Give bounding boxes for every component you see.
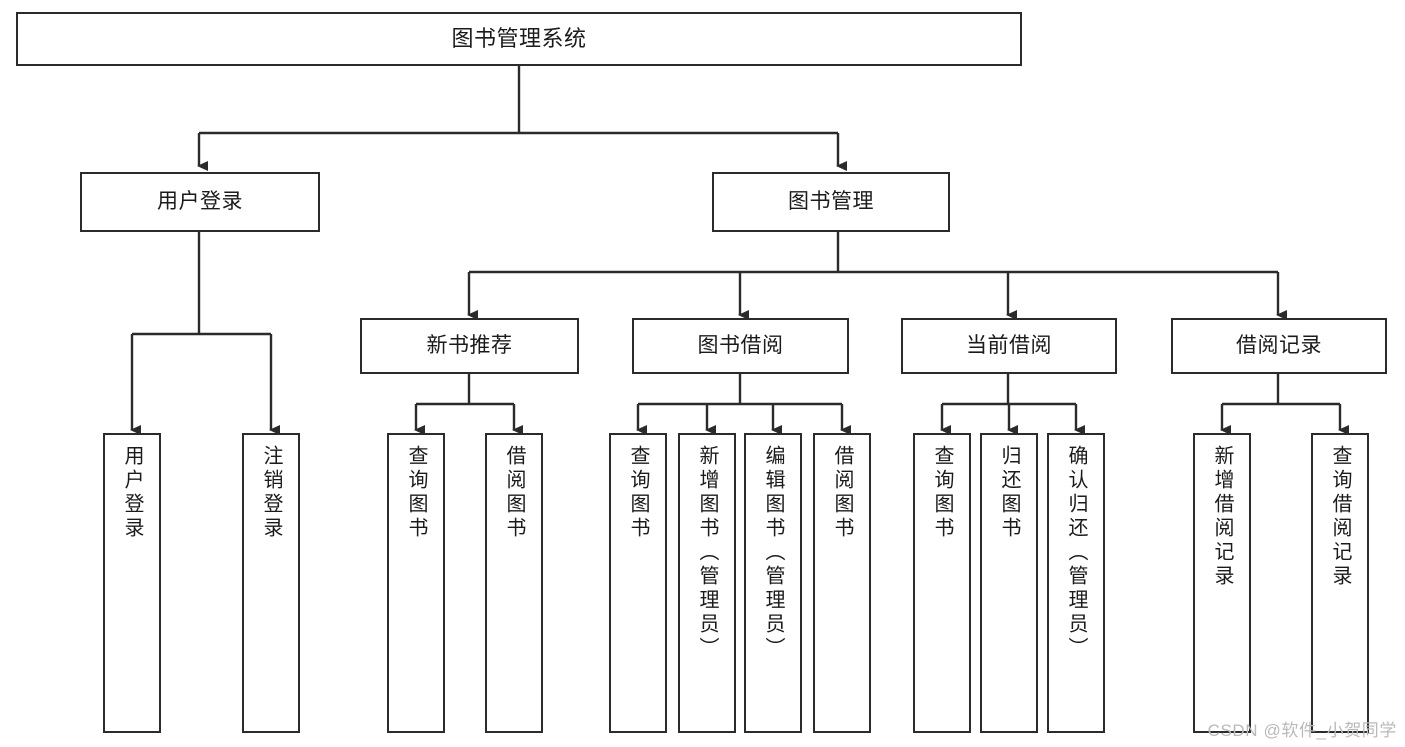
node-user-login[interactable]: 用户登录 bbox=[80, 172, 320, 232]
node-label: 确认归还（管理员） bbox=[1065, 445, 1087, 661]
node-borrow-record[interactable]: 借阅记录 bbox=[1171, 318, 1387, 374]
node-label: 借阅记录 bbox=[1236, 333, 1322, 357]
node-leaf-query-book-borrow[interactable]: 查询图书 bbox=[609, 433, 667, 733]
node-label: 图书借阅 bbox=[697, 333, 784, 357]
node-label: 图书管理 bbox=[788, 189, 874, 213]
node-leaf-return-book[interactable]: 归还图书 bbox=[980, 433, 1038, 733]
node-leaf-edit-book[interactable]: 编辑图书（管理员） bbox=[744, 433, 802, 733]
node-label: 当前借阅 bbox=[966, 333, 1052, 357]
node-leaf-user-login[interactable]: 用户登录 bbox=[103, 433, 161, 733]
node-leaf-logout[interactable]: 注销登录 bbox=[242, 433, 300, 733]
node-leaf-query-book-current[interactable]: 查询图书 bbox=[913, 433, 971, 733]
node-leaf-borrow-book[interactable]: 借阅图书 bbox=[813, 433, 871, 733]
node-label: 注销登录 bbox=[260, 445, 282, 541]
node-label: 用户登录 bbox=[121, 445, 143, 541]
node-label: 借阅图书 bbox=[831, 445, 853, 541]
node-leaf-add-borrow-record[interactable]: 新增借阅记录 bbox=[1193, 433, 1251, 733]
node-leaf-query-book-recommend[interactable]: 查询图书 bbox=[387, 433, 445, 733]
node-label: 图书管理系统 bbox=[451, 26, 587, 52]
node-label: 新增借阅记录 bbox=[1211, 445, 1233, 589]
node-label: 借阅图书 bbox=[503, 445, 525, 541]
node-label: 归还图书 bbox=[998, 445, 1020, 541]
node-leaf-borrow-book-recommend[interactable]: 借阅图书 bbox=[485, 433, 543, 733]
node-label: 查询图书 bbox=[405, 445, 427, 541]
node-label: 查询图书 bbox=[931, 445, 953, 541]
node-label: 新书推荐 bbox=[426, 333, 513, 357]
node-leaf-confirm-return[interactable]: 确认归还（管理员） bbox=[1047, 433, 1105, 733]
node-root-book-management-system[interactable]: 图书管理系统 bbox=[16, 12, 1022, 66]
node-label: 查询图书 bbox=[627, 445, 649, 541]
node-leaf-query-borrow-record[interactable]: 查询借阅记录 bbox=[1311, 433, 1369, 733]
node-current-borrow[interactable]: 当前借阅 bbox=[901, 318, 1117, 374]
node-new-book-recommend[interactable]: 新书推荐 bbox=[360, 318, 579, 374]
node-book-borrow[interactable]: 图书借阅 bbox=[632, 318, 849, 374]
node-label: 查询借阅记录 bbox=[1329, 445, 1351, 589]
node-book-management[interactable]: 图书管理 bbox=[712, 172, 950, 232]
node-label: 新增图书（管理员） bbox=[696, 445, 718, 661]
node-label: 用户登录 bbox=[157, 189, 243, 213]
node-leaf-add-book[interactable]: 新增图书（管理员） bbox=[678, 433, 736, 733]
node-label: 编辑图书（管理员） bbox=[762, 445, 784, 661]
